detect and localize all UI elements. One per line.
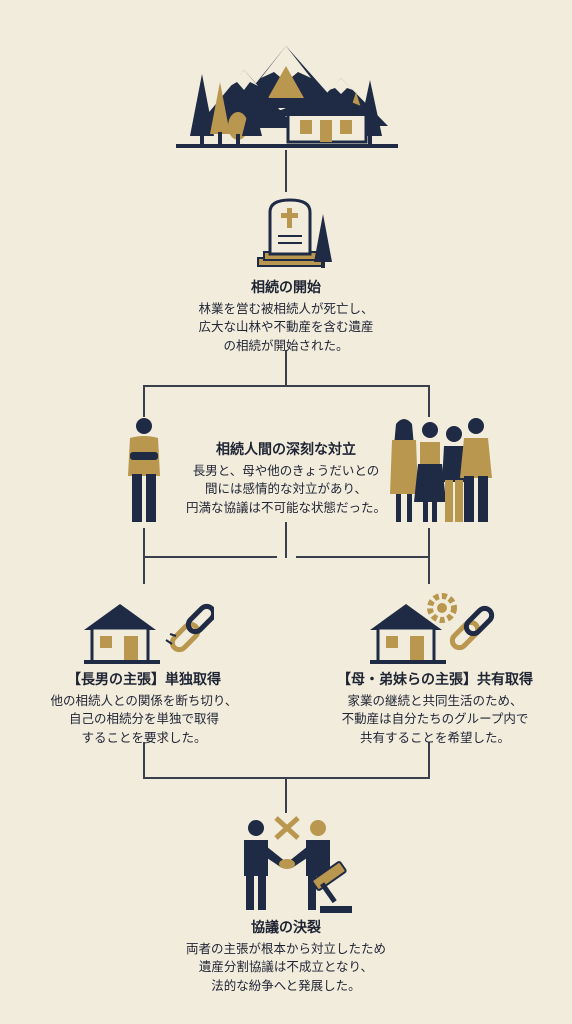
house-broken-chain-icon — [84, 600, 214, 666]
claim-right-text: 【母・弟妹らの主張】共有取得 家業の継続と共同生活のため、 不動産は自分たちのグ… — [310, 670, 560, 747]
family-group-icon — [388, 416, 494, 526]
claim-left-title: 【長男の主張】単独取得 — [67, 672, 221, 688]
house-gear-chain-icon — [370, 590, 502, 666]
claim-right-line-1: 家業の継続と共同生活のため、 — [347, 693, 523, 709]
step-conflict-title: 相続人間の深刻な対立 — [216, 442, 356, 458]
connector-branch-left — [143, 385, 145, 417]
step-start-line-3: の相続が開始された。 — [223, 337, 349, 353]
connector-top — [285, 150, 287, 192]
claim-right-title: 【母・弟妹らの主張】共有取得 — [337, 672, 533, 688]
gravestone-cross-icon — [254, 196, 336, 272]
connector-mid-center — [285, 522, 287, 558]
step-result-title: 協議の決裂 — [251, 920, 321, 936]
step-result-line-3: 法的な紛争へと発展した。 — [211, 977, 361, 993]
connector-start-down — [285, 350, 287, 386]
step-start-title: 相続の開始 — [251, 280, 321, 296]
step-conflict-line-2: 間には感情的な対立があり、 — [204, 481, 367, 497]
step-result-line-2: 遺産分割協議は不成立となり、 — [198, 959, 374, 975]
step-conflict-line-3: 円満な協議は不可能な状態だった。 — [185, 499, 386, 515]
step-result-text: 協議の決裂 両者の主張が根本から対立したため 遺産分割協議は不成立となり、 法的… — [136, 918, 436, 995]
claim-right-line-3: 共有することを希望した。 — [359, 729, 510, 745]
handshake-x-gavel-icon — [236, 812, 356, 916]
connector-mid-horizontal-left — [143, 556, 277, 558]
step-start-text: 相続の開始 林業を営む被相続人が死亡し、 広大な山林や不動産を含む遺産 の相続が… — [136, 278, 436, 355]
connector-bottom-left — [143, 742, 145, 778]
standing-man-arms-crossed-icon — [124, 416, 164, 526]
step-conflict-text: 相続人間の深刻な対立 長男と、母や他のきょうだいとの 間には感情的な対立があり、… — [166, 440, 406, 517]
claim-left-line-3: することを要求した。 — [81, 729, 207, 745]
step-start-line-2: 広大な山林や不動産を含む遺産 — [198, 319, 374, 335]
claim-left-line-2: 自己の相続分を単独で取得 — [68, 711, 219, 727]
connector-branch-right — [428, 385, 430, 417]
mountain-forest-house-icon — [176, 38, 398, 150]
claim-left-text: 【長男の主張】単独取得 他の相続人との関係を断ち切り、 自己の相続分を単独で取得… — [24, 670, 264, 747]
connector-mid-horizontal-right — [296, 556, 430, 558]
connector-branch-horizontal — [143, 385, 429, 387]
claim-left-line-1: 他の相続人との関係を断ち切り、 — [50, 693, 238, 709]
connector-bottom-center — [285, 777, 287, 813]
step-result-line-1: 両者の主張が根本から対立したため — [185, 941, 386, 957]
claim-right-line-2: 不動産は自分たちのグループ内で — [341, 711, 529, 727]
connector-bottom-right — [428, 742, 430, 778]
step-start-line-1: 林業を営む被相続人が死亡し、 — [198, 301, 374, 317]
step-conflict-line-1: 長男と、母や他のきょうだいとの — [192, 463, 380, 479]
